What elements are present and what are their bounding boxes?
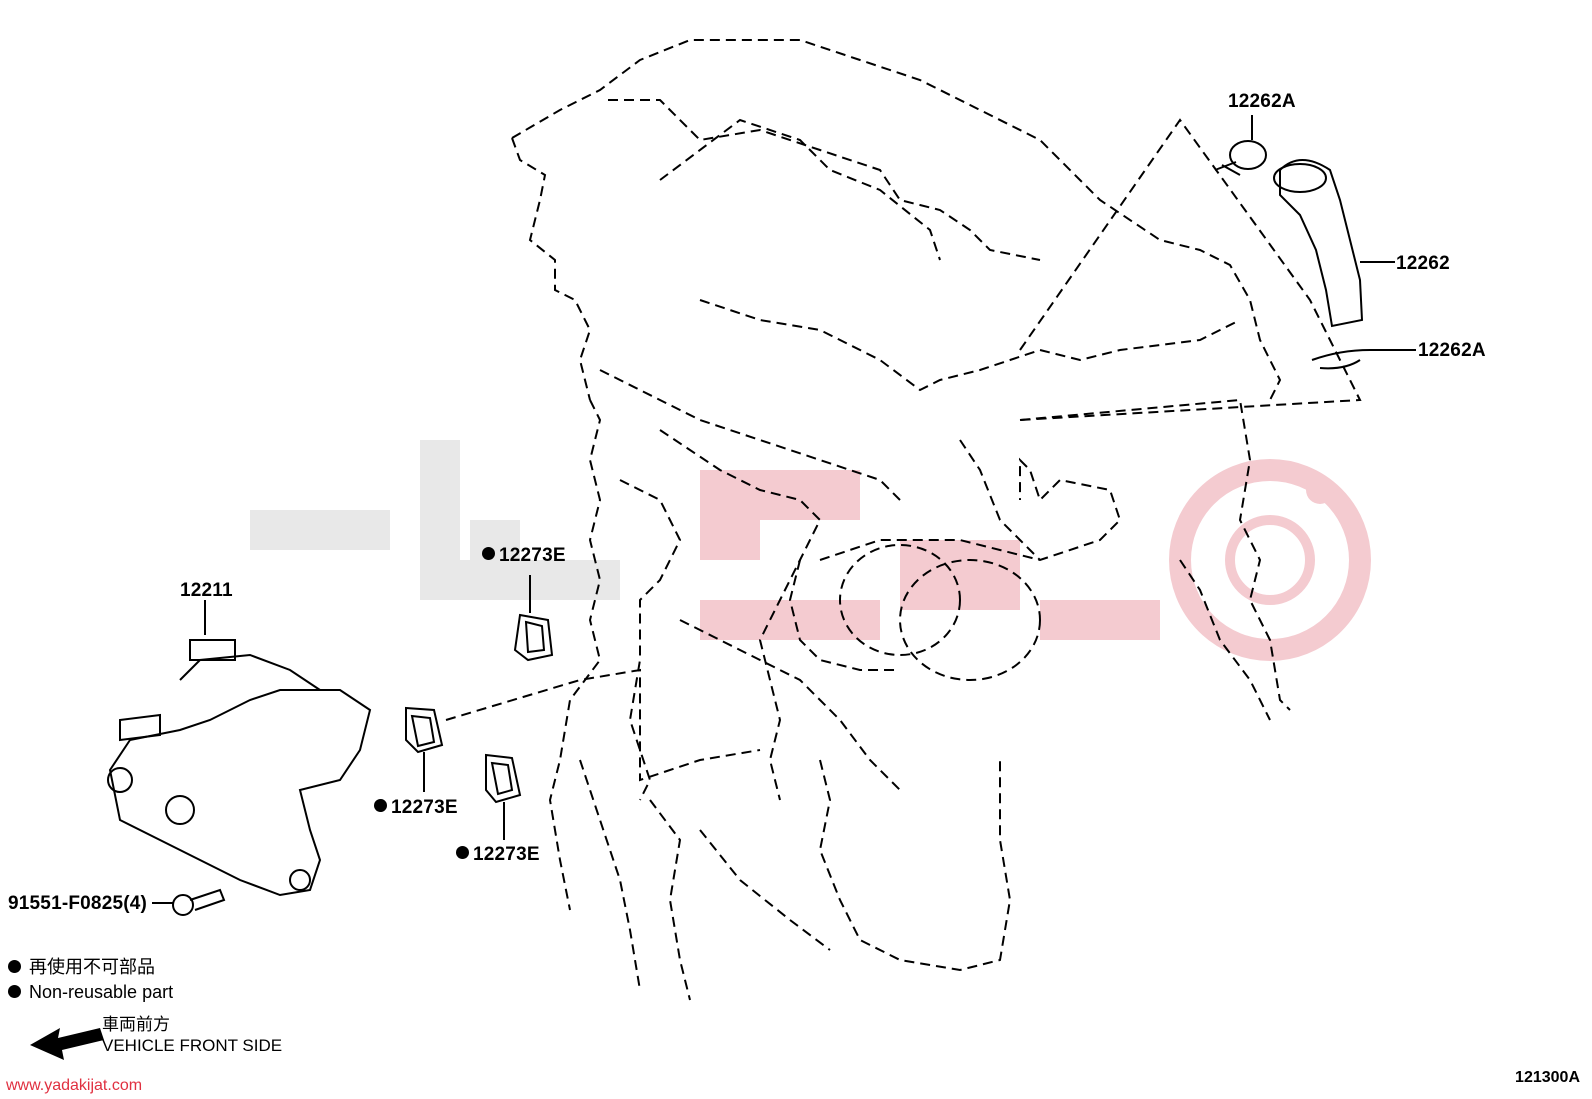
watermark-url[interactable]: www.yadakijat.com xyxy=(6,1077,143,1094)
filled-dot-icon xyxy=(456,846,469,860)
callout-ventilation-hose[interactable]: 12262 xyxy=(1396,253,1450,274)
callout-hose-clamp-bottom[interactable]: 12262A xyxy=(1418,340,1486,361)
filled-dot-icon xyxy=(482,547,495,561)
vehicle-front-en: VEHICLE FRONT SIDE xyxy=(102,1036,283,1055)
diagram-code: 121300A xyxy=(1515,1069,1580,1086)
callout-gasket-upper[interactable]: 12273E xyxy=(482,546,566,565)
throttle-body-drawing xyxy=(107,600,372,916)
callout-gasket-lower-text: 12273E xyxy=(473,844,540,865)
engine-outline xyxy=(445,39,1362,1001)
gaskets-drawing xyxy=(405,575,554,840)
callout-gasket-left-text: 12273E xyxy=(391,797,458,818)
callout-gasket-upper-text: 12273E xyxy=(499,545,566,566)
vehicle-front-jp: 車両前方 xyxy=(102,1015,170,1034)
front-arrow-icon xyxy=(30,1028,104,1060)
filled-dot-icon xyxy=(374,799,387,813)
callout-gasket-lower[interactable]: 12273E xyxy=(456,845,540,864)
legend-non-reusable-en: Non-reusable part xyxy=(8,983,173,1001)
filled-dot-icon xyxy=(8,984,21,998)
callout-hose-clamp-top[interactable]: 12262A xyxy=(1228,91,1296,112)
callout-throttle-body[interactable]: 12211 xyxy=(180,580,233,601)
legend-en-text: Non-reusable part xyxy=(29,982,174,1002)
legend-non-reusable-jp: 再使用不可部品 xyxy=(8,958,155,976)
ventilation-hose-drawing xyxy=(1214,115,1416,370)
legend-jp-text: 再使用不可部品 xyxy=(29,957,155,977)
callout-bolt[interactable]: 91551-F0825(4) xyxy=(8,893,148,914)
callout-gasket-left[interactable]: 12273E xyxy=(374,798,458,817)
watermark-logo-icon xyxy=(250,440,1371,661)
filled-dot-icon xyxy=(8,959,21,973)
